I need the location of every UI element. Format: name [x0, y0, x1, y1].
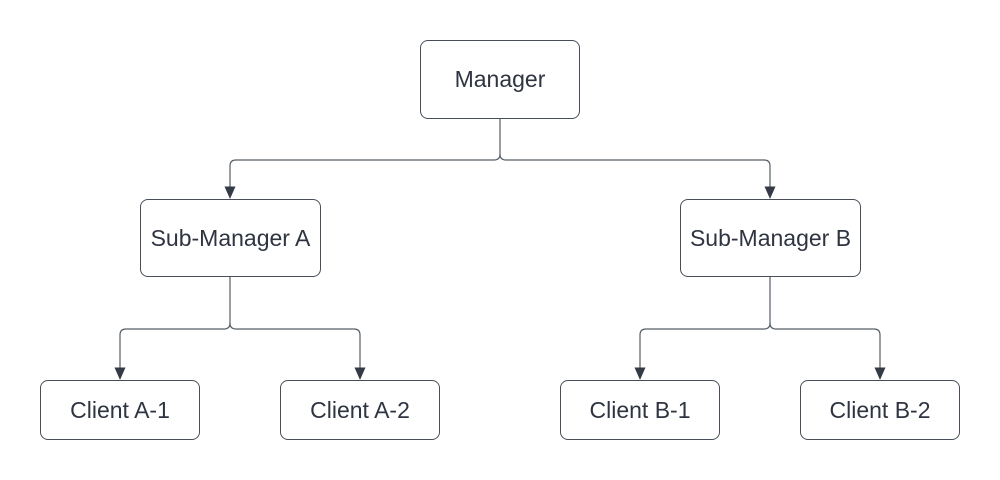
arrowhead-client-b2	[874, 367, 886, 380]
node-client-b2-label: Client B-2	[829, 396, 931, 423]
arrowhead-client-b1	[634, 367, 646, 380]
node-manager: Manager	[420, 40, 580, 119]
connector-sub-b-to-client-b2	[769, 322, 881, 368]
connector-manager-to-sub-b	[499, 153, 771, 187]
arrowhead-client-a1	[114, 367, 126, 380]
connector-manager-to-sub-a	[229, 153, 501, 187]
connector-sub-a-to-client-a1	[119, 322, 231, 368]
node-manager-label: Manager	[454, 66, 546, 92]
arrowhead-sub-a	[224, 186, 236, 199]
node-sub-manager-a: Sub-Manager A	[140, 199, 321, 277]
node-client-b1: Client B-1	[560, 380, 720, 440]
node-client-a2: Client A-2	[280, 380, 440, 440]
node-client-a1-label: Client A-1	[70, 396, 170, 423]
node-client-b1-label: Client B-1	[589, 396, 691, 423]
connector-sub-b-to-client-b1	[639, 322, 771, 368]
node-sub-manager-b-label: Sub-Manager B	[689, 224, 852, 251]
arrowhead-sub-b	[764, 186, 776, 199]
arrowhead-client-a2	[354, 367, 366, 380]
connector-sub-a-to-client-a2	[229, 322, 361, 368]
node-sub-manager-b: Sub-Manager B	[680, 199, 861, 277]
node-client-a2-label: Client A-2	[310, 396, 410, 423]
node-client-a1: Client A-1	[40, 380, 200, 440]
node-sub-manager-a-label: Sub-Manager A	[150, 224, 311, 251]
node-client-b2: Client B-2	[800, 380, 960, 440]
